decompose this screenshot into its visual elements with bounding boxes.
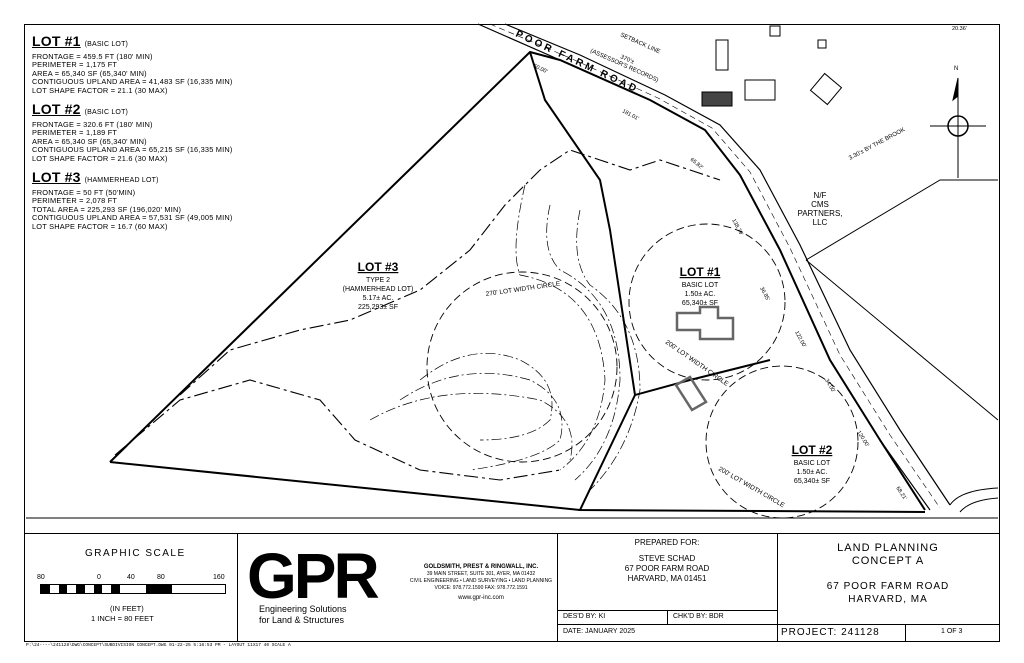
gpr-logo: GPR [247,540,380,612]
scale-ratio: 1 INCH = 80 FEET [91,614,154,623]
svg-text:5.17± AC.: 5.17± AC. [363,295,394,302]
north-arrow [930,77,986,178]
checked-by: CHK'D BY: BDR [673,613,724,620]
svg-text:BASIC LOT: BASIC LOT [794,460,831,467]
lot2-label: LOT #2 BASIC LOT 1.50± AC. 65,340± SF [792,443,833,485]
scale-tick: 80 [157,574,165,581]
svg-text:20.36': 20.36' [952,26,967,32]
scale-tick: 0 [97,574,101,581]
lot2-note-heading: LOT #2(BASIC LOT) [32,101,129,118]
lot3-note-line: CONTIGUOUS UPLAND AREA = 57,531 SF (49,0… [32,213,233,223]
lot3-note-line: LOT SHAPE FACTOR = 16.7 (60 MAX) [32,221,168,231]
svg-text:TYPE 2: TYPE 2 [366,277,390,284]
record-label-1: 370'± [619,54,635,66]
sheet-number: 1 OF 3 [941,628,963,635]
graphic-scale-bar [40,584,226,594]
lot1-note-heading: LOT #1(BASIC LOT) [32,33,129,49]
svg-text:LOT #3: LOT #3 [358,260,399,274]
scale-tick: 40 [127,574,135,581]
svg-text:LOT #1: LOT #1 [680,265,721,279]
prepared-for: PREPARED FOR: STEVE SCHAD 67 POOR FARM R… [624,538,710,583]
lot-width-circles [426,223,859,519]
treeline [114,149,721,481]
buildings [674,305,735,412]
svg-text:65,340± SF: 65,340± SF [794,478,830,485]
scale-tick: 160 [213,574,225,581]
lot3-note-heading: LOT #3(HAMMERHEAD LOT) [32,169,159,186]
lot2-note-line: AREA = 65,340 SF (65,340' MIN) [32,136,147,146]
lot3-note-line: TOTAL AREA = 225,293 SF (196,020' MIN) [32,204,182,214]
lot1-note-line: FRONTAGE = 459.5 FT (180' MIN) [32,52,153,61]
graphic-scale-title: GRAPHIC SCALE [85,548,186,559]
drawing-title: LAND PLANNING CONCEPT A 67 POOR FARM ROA… [826,542,950,605]
file-path: P:\24----\241128\DWG\CONCEPT\SUBDIVISION… [26,643,291,648]
svg-text:(HAMMERHEAD LOT): (HAMMERHEAD LOT) [343,286,414,293]
lot1-note-line: LOT SHAPE FACTOR = 21.1 (30 MAX) [32,85,168,95]
lot2-note-line: CONTIGUOUS UPLAND AREA = 65,215 SF (16,3… [32,145,233,155]
firm-tagline: Engineering Solutions for Land & Structu… [259,604,347,625]
svg-text:LOT #2: LOT #2 [792,443,833,457]
scale-tick: 80 [37,574,45,581]
svg-text:50.00': 50.00' [532,63,548,75]
scale-units: (IN FEET) [110,604,144,613]
svg-text:BASIC LOT: BASIC LOT [682,282,719,289]
lot-notes: LOT #1(BASIC LOT) FRONTAGE = 459.5 FT (1… [32,33,272,231]
svg-text:LLC: LLC [813,218,828,227]
lot1-note-line: AREA = 65,340 SF (65,340' MIN) [32,68,147,78]
designed-by: DES'D BY: KI [563,613,606,620]
existing-structures [701,25,999,421]
date: DATE: JANUARY 2025 [563,628,635,635]
svg-text:65,340± SF: 65,340± SF [682,300,718,307]
lot3-note-line: FRONTAGE = 50 FT (50'MIN) [32,188,136,198]
firm-info: GOLDSMITH, PREST & RINGWALL, INC. 39 MAI… [409,564,553,601]
lot1-note-line: PERIMETER = 1,175 FT [32,60,118,70]
svg-text:1.50± AC.: 1.50± AC. [797,469,828,476]
lot-boundaries [26,50,998,519]
drawing-border [24,24,1000,642]
svg-text:N/F: N/F [814,191,827,200]
lot2-note-line: FRONTAGE = 320.6 FT (180' MIN) [32,120,153,130]
contours [369,184,641,491]
lot1-note-line: CONTIGUOUS UPLAND AREA = 41,483 SF (16,3… [32,77,233,87]
lot2-note-line: PERIMETER = 1,189 FT [32,128,118,138]
project-number: PROJECT: 241128 [781,627,880,638]
north-label: N [954,66,958,72]
title-block: GRAPHIC SCALE 80 0 40 80 160 (IN FEET) 1… [25,533,999,642]
svg-text:225,293± SF: 225,293± SF [358,304,398,311]
lot3-label: LOT #3 TYPE 2 (HAMMERHEAD LOT) 5.17± AC.… [343,260,414,311]
lot2-note-line: LOT SHAPE FACTOR = 21.6 (30 MAX) [32,153,168,163]
svg-text:1.50± AC.: 1.50± AC. [685,291,716,298]
svg-text:PARTNERS,: PARTNERS, [797,209,842,218]
lot3-note-line: PERIMETER = 2,078 FT [32,196,118,206]
svg-text:CMS: CMS [811,200,829,209]
lot1-label: LOT #1 BASIC LOT 1.50± AC. 65,340± SF [680,265,721,307]
abutter-label: N/F CMS PARTNERS, LLC [797,191,842,227]
